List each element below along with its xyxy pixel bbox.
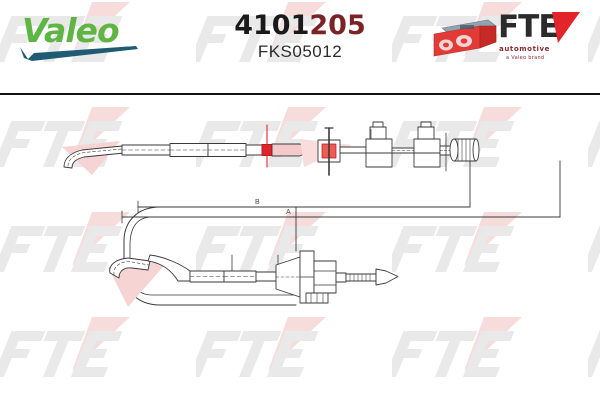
page-header: Valeo 4101205 FKS05012 [0,0,600,95]
upper-cable-assembly [62,121,480,176]
part-number-prefix: 4101 [234,10,310,41]
fte-triangle-icon [552,12,580,43]
fte-wordmark: FTE [498,9,559,45]
dimension-a-label: A [286,209,291,216]
fte-subtagline: a Valeo brand [506,55,545,61]
part-number-block: 4101205 FKS05012 [200,10,400,62]
header-divider [0,93,600,95]
dimension-lines [121,160,561,306]
part-number-suffix: 205 [309,10,366,41]
part-number: 4101205 [200,10,400,41]
valeo-logo: Valeo [18,14,148,66]
part-alt-number: FKS05012 [257,42,343,62]
fte-tagline: automotive [499,45,551,53]
technical-drawing: B A [62,121,561,307]
dimension-b-label: B [255,199,260,206]
valeo-swoosh-icon [20,46,138,61]
product-box-image [433,19,497,57]
fte-brand-block: FTE automotive a Valeo brand [432,10,592,68]
valeo-wordmark: Valeo [22,11,120,50]
lower-cable-assembly [108,250,399,307]
fte-logo: FTE automotive a Valeo brand [496,10,592,66]
